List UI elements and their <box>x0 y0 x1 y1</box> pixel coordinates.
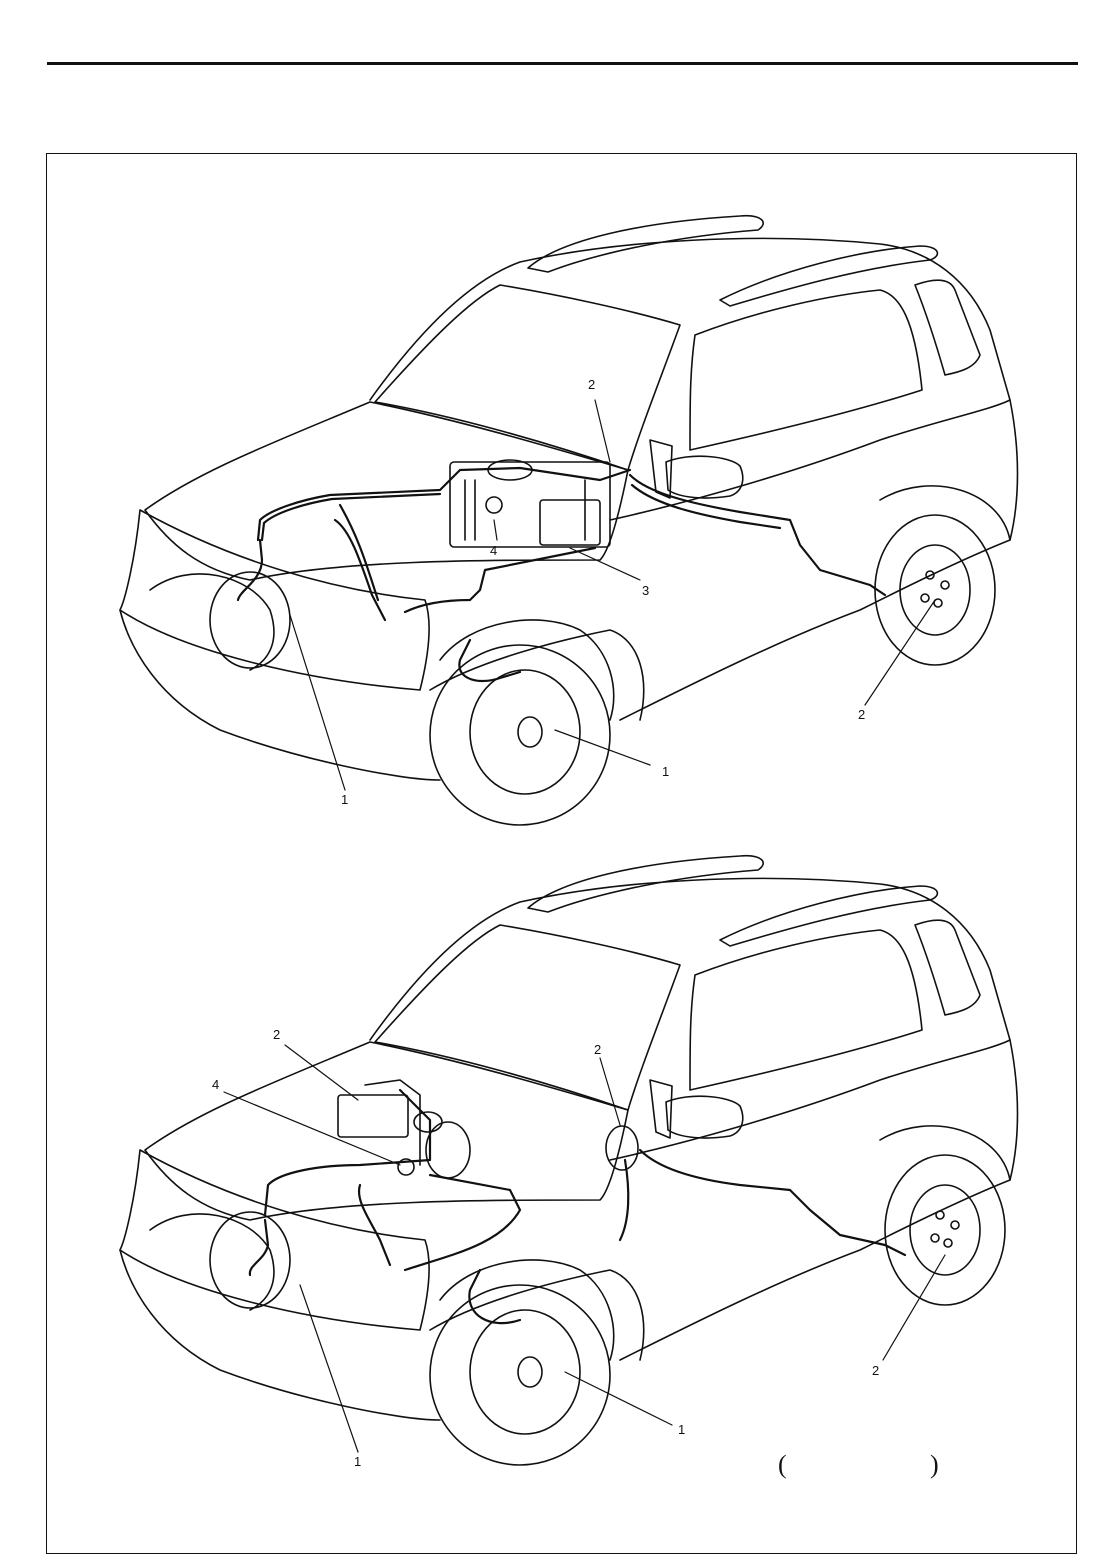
bottom-booster <box>426 1122 470 1178</box>
top-abs-assembly <box>450 460 610 547</box>
bottom-reservoir <box>414 1112 442 1132</box>
top-windshield <box>375 285 680 470</box>
top-side-window <box>690 290 922 450</box>
caption-close-paren: ) <box>930 1452 939 1478</box>
top-hood <box>145 402 628 580</box>
top-mirror <box>666 456 743 498</box>
bottom-callout-front-right-brake: 1 <box>678 1423 685 1436</box>
top-callout-front-left-brake: 1 <box>341 793 348 806</box>
top-rear-right-tire <box>875 515 995 665</box>
bottom-rear-booster <box>606 1126 638 1170</box>
top-master-cylinder <box>486 497 502 513</box>
top-front-face <box>120 510 429 690</box>
bottom-callout-rear-right-brake: 2 <box>872 1364 879 1377</box>
caption-open-paren: ( <box>778 1452 787 1478</box>
bottom-leader-lines <box>224 1045 945 1452</box>
top-callout-abs-unit: 3 <box>642 584 649 597</box>
bottom-callout-front-left-brake: 1 <box>354 1455 361 1468</box>
top-callout-master-cylinder: 4 <box>490 544 497 557</box>
bottom-callout-rear-left-brake: 2 <box>594 1043 601 1056</box>
top-callout-rear-left-brake: 2 <box>588 378 595 391</box>
top-callout-rear-right-brake: 2 <box>858 708 865 721</box>
bottom-callout-booster: 2 <box>273 1028 280 1041</box>
top-callout-front-right-brake: 1 <box>662 765 669 778</box>
bottom-callout-master-cylinder: 4 <box>212 1078 219 1091</box>
top-front-left-disc <box>210 572 290 668</box>
top-reservoir <box>488 460 532 480</box>
top-vehicle <box>120 216 1018 825</box>
